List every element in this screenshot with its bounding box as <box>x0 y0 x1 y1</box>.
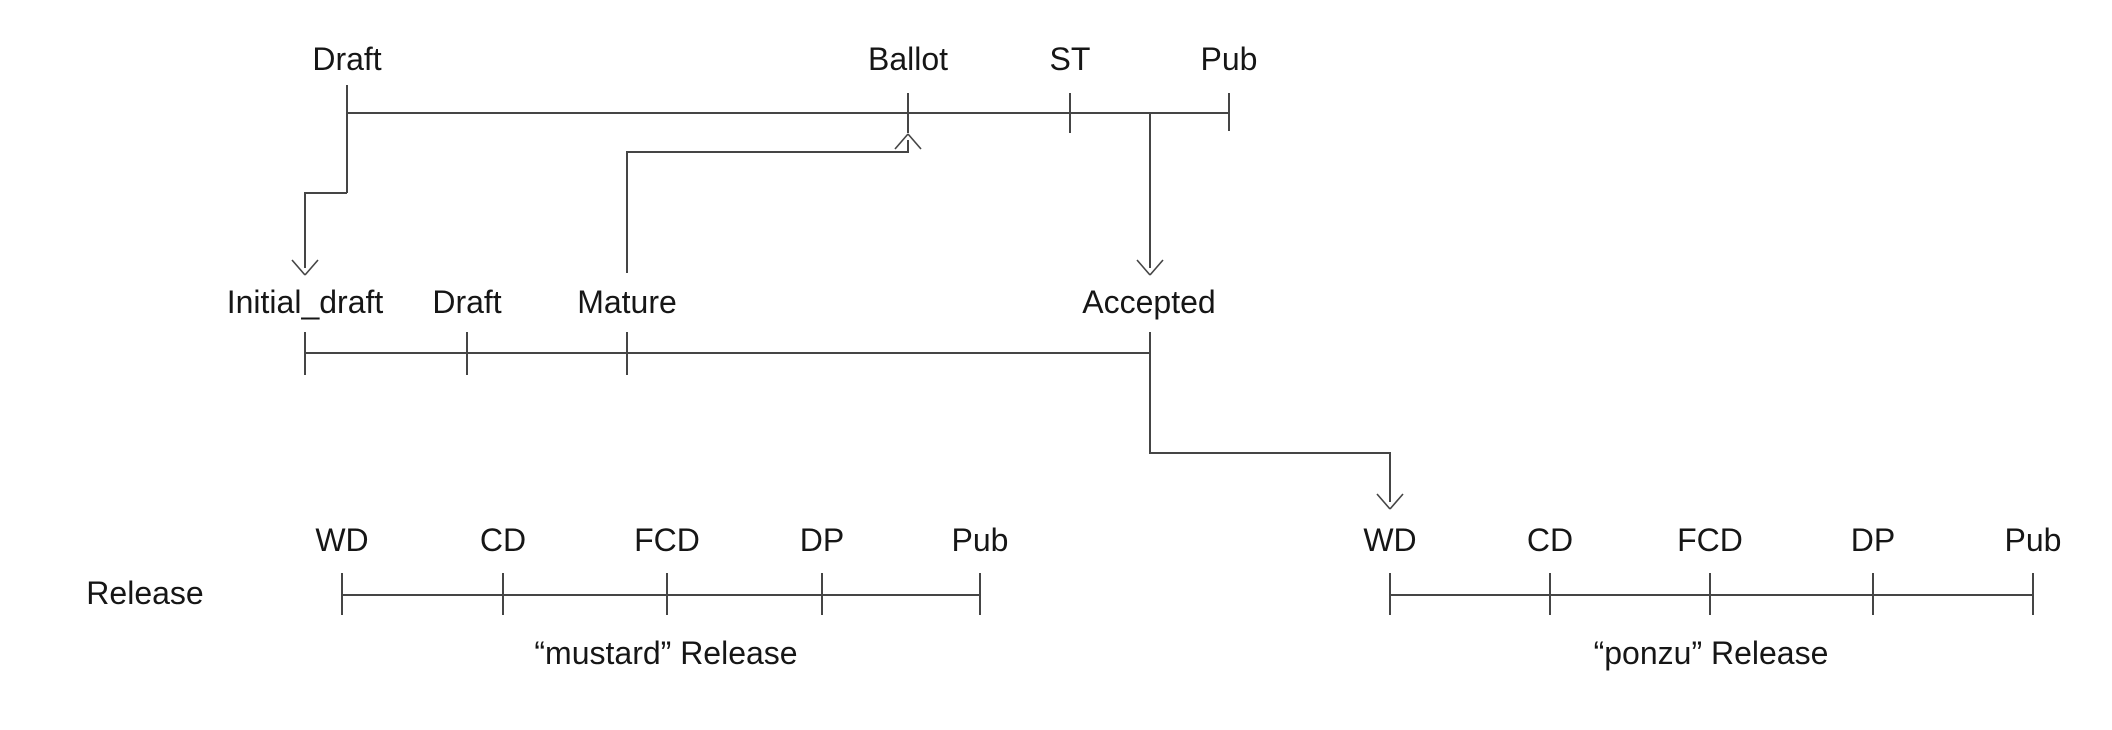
middle-label-initial-draft: Initial_draft <box>227 284 384 320</box>
mustard-label-cd: CD <box>480 522 526 558</box>
ponzu-label-wd: WD <box>1363 522 1416 558</box>
connector-path <box>626 140 909 273</box>
middle-label-accepted: Accepted <box>1082 284 1215 320</box>
arrow-down-icon <box>1376 493 1391 510</box>
arrow-down-icon <box>1136 259 1151 276</box>
mustard-label-wd: WD <box>315 522 368 558</box>
mature-to-ballot-connector <box>626 133 922 273</box>
upper-label-ballot: Ballot <box>868 41 948 77</box>
ponzu-label-pub: Pub <box>2005 522 2062 558</box>
middle-timeline: Initial_draft Draft Mature Accepted <box>227 284 1216 375</box>
arrow-down-icon <box>291 259 306 276</box>
arrow-down-icon <box>304 259 319 276</box>
ponzu-label-cd: CD <box>1527 522 1573 558</box>
connector-path <box>1149 332 1391 502</box>
mustard-label-fcd: FCD <box>634 522 700 558</box>
ponzu-release-caption: “ponzu” Release <box>1594 635 1829 671</box>
middle-label-mature: Mature <box>577 284 677 320</box>
mustard-label-pub: Pub <box>952 522 1009 558</box>
draft-to-initial-draft-connector <box>291 192 347 276</box>
mustard-release-caption: “mustard” Release <box>534 635 797 671</box>
upper-label-draft: Draft <box>312 41 381 77</box>
arrow-down-icon <box>1149 259 1164 276</box>
upper-label-st: ST <box>1050 41 1091 77</box>
arrow-up-icon <box>894 133 909 150</box>
upper-timeline: Draft Ballot ST Pub <box>312 41 1257 193</box>
connector-path <box>304 192 347 268</box>
ponzu-label-dp: DP <box>1851 522 1895 558</box>
accepted-to-ponzu-connector <box>1149 332 1404 510</box>
ponzu-label-fcd: FCD <box>1677 522 1743 558</box>
upper-to-accepted-connector <box>1136 114 1164 276</box>
upper-label-pub: Pub <box>1201 41 1258 77</box>
mustard-label-dp: DP <box>800 522 844 558</box>
mustard-release-timeline: WD CD FCD DP Pub “mustard” Release <box>315 522 1008 671</box>
middle-label-draft: Draft <box>432 284 501 320</box>
release-row-label: Release <box>86 575 203 611</box>
arrow-up-icon <box>907 133 922 150</box>
ponzu-release-timeline: WD CD FCD DP Pub “ponzu” Release <box>1363 522 2061 671</box>
arrow-down-icon <box>1389 493 1404 510</box>
